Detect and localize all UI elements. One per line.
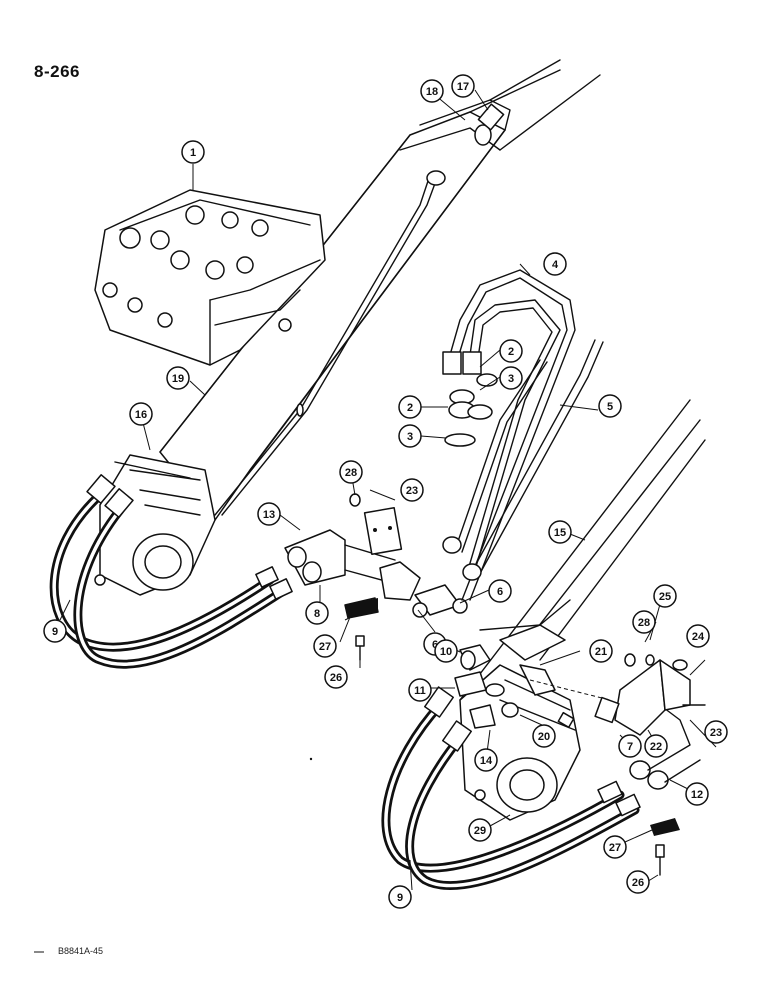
svg-text:17: 17 [457,81,469,93]
callout-9a: 9 [43,619,67,643]
stray-dot [309,757,313,761]
callout-28b: 28 [632,610,656,634]
svg-text:28: 28 [638,617,650,629]
svg-text:22: 22 [650,741,662,753]
svg-text:6: 6 [497,586,503,598]
svg-text:2: 2 [508,346,514,358]
callout-15: 15 [548,520,572,544]
callout-8: 8 [305,601,329,625]
svg-text:23: 23 [710,727,722,739]
svg-text:14: 14 [480,755,493,767]
center-fittings [284,493,468,661]
callout-bubbles: 1 19 16 18 17 4 2 3 2 3 5 15 23 28 13 6 … [43,74,728,909]
callout-12: 12 [685,782,709,806]
control-valve [94,189,326,366]
callout-18: 18 [420,79,444,103]
svg-text:10: 10 [440,646,452,658]
callout-2b: 2 [398,395,422,419]
svg-text:27: 27 [319,641,331,653]
svg-text:1: 1 [190,147,196,159]
upper-boom-section [159,59,601,521]
right-boom-section [459,399,706,701]
svg-text:21: 21 [595,646,607,658]
callout-4: 4 [543,252,567,276]
callout-26b: 26 [626,870,650,894]
callout-5: 5 [598,394,622,418]
figure-code: B8841A-45 [58,946,104,956]
right-hoses [381,686,701,890]
svg-text:15: 15 [554,527,566,539]
svg-text:6: 6 [432,639,438,651]
page-number: 8-266 [34,62,80,81]
callout-27a: 27 [313,634,337,658]
right-fittings [454,644,505,729]
upper-plug [474,103,505,146]
svg-text:24: 24 [692,631,705,643]
svg-text:23: 23 [406,485,418,497]
left-hoses [49,474,293,669]
svg-text:20: 20 [538,731,550,743]
svg-text:18: 18 [426,86,438,98]
callout-28a: 28 [339,460,363,484]
svg-text:12: 12 [691,789,703,801]
callout-1: 1 [181,140,205,164]
callout-21: 21 [589,639,613,663]
svg-text:2: 2 [407,402,413,414]
callout-13: 13 [257,502,281,526]
callout-11: 11 [408,678,432,702]
left-swing-housing [94,454,216,596]
callout-22: 22 [644,734,668,758]
svg-text:3: 3 [407,431,413,443]
svg-text:5: 5 [607,401,613,413]
callout-3b: 3 [398,424,422,448]
svg-text:9: 9 [52,626,58,638]
svg-text:9: 9 [397,892,403,904]
svg-text:16: 16 [135,409,147,421]
callout-19: 19 [166,366,190,390]
svg-text:26: 26 [632,877,644,889]
svg-text:8: 8 [314,608,320,620]
callout-29: 29 [468,818,492,842]
tubes-4-5 [442,269,604,601]
svg-text:4: 4 [552,259,559,271]
svg-text:27: 27 [609,842,621,854]
svg-text:11: 11 [414,685,426,697]
callout-7: 7 [618,734,642,758]
callout-6a: 6 [488,579,512,603]
svg-text:25: 25 [659,591,671,603]
callout-14: 14 [474,748,498,772]
callout-2a: 2 [499,339,523,363]
callout-3a: 3 [499,366,523,390]
svg-text:26: 26 [330,672,342,684]
callout-16: 16 [129,402,153,426]
right-swing-housing [459,624,581,821]
callout-17: 17 [451,74,475,98]
svg-text:13: 13 [263,509,275,521]
callout-20: 20 [532,724,556,748]
svg-text:29: 29 [474,825,486,837]
svg-text:7: 7 [627,741,633,753]
callout-24: 24 [686,624,710,648]
callout-25: 25 [653,584,677,608]
svg-text:28: 28 [345,467,357,479]
callout-26a: 26 [324,665,348,689]
callout-23b: 23 [704,720,728,744]
clamps-and-bolts [345,598,680,876]
callout-10: 10 [434,639,458,663]
right-bracket [529,653,706,736]
callout-23a: 23 [400,478,424,502]
svg-text:19: 19 [172,373,184,385]
callout-9b: 9 [388,885,412,909]
callout-27b: 27 [603,835,627,859]
svg-text:3: 3 [508,373,514,385]
